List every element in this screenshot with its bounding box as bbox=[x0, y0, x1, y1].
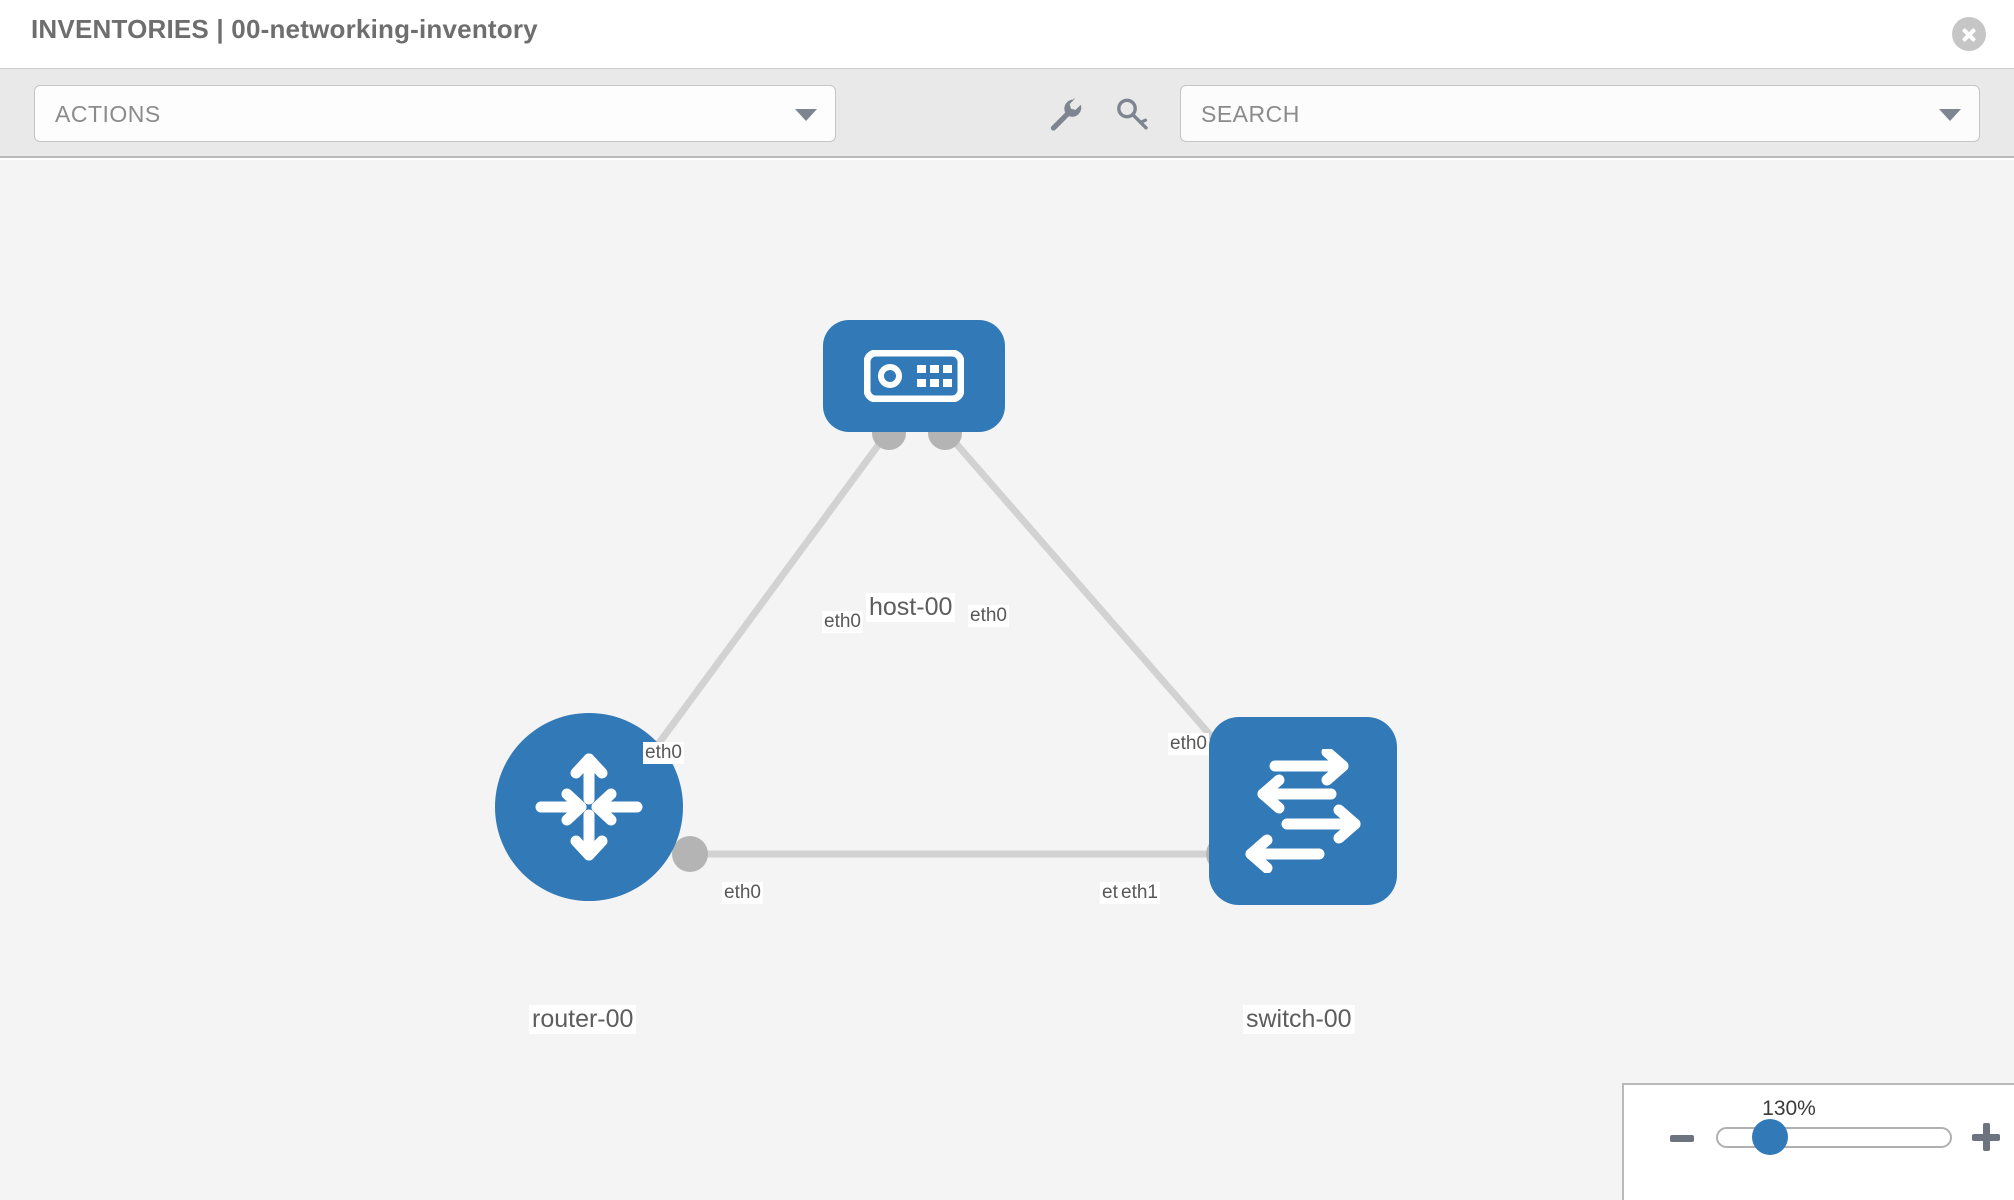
router-arrows-icon bbox=[535, 753, 643, 861]
chevron-down-icon[interactable] bbox=[1939, 109, 1961, 121]
actions-dropdown[interactable]: ACTIONS bbox=[34, 85, 836, 142]
page-title: INVENTORIES | 00-networking-inventory bbox=[31, 14, 538, 44]
topology-links bbox=[645, 429, 1235, 858]
search-input[interactable]: SEARCH bbox=[1180, 85, 1980, 142]
node-switch-00-label: switch-00 bbox=[1243, 1005, 1355, 1034]
toolbar: ACTIONS SEARCH bbox=[0, 68, 2014, 158]
link-host-switch bbox=[943, 429, 1235, 763]
zoom-in-button[interactable] bbox=[1972, 1123, 2000, 1151]
node-switch-00-shape bbox=[1209, 717, 1397, 905]
node-host-00[interactable] bbox=[823, 320, 1005, 432]
zoom-level-value: 130% bbox=[1762, 1097, 1816, 1120]
server-icon bbox=[864, 350, 964, 402]
chevron-down-icon bbox=[795, 109, 817, 121]
endpoint-router-eth0[interactable] bbox=[672, 836, 708, 872]
edge-label-switch-upper: eth0 bbox=[1168, 733, 1209, 755]
zoom-slider-thumb[interactable] bbox=[1752, 1119, 1788, 1155]
close-icon[interactable] bbox=[1952, 17, 1986, 51]
key-icon[interactable] bbox=[1114, 95, 1152, 133]
edge-label-host-left: eth0 bbox=[822, 611, 863, 633]
link-host-router bbox=[645, 429, 891, 761]
topology-canvas[interactable]: host-00 r bbox=[0, 160, 2014, 1200]
node-switch-00[interactable] bbox=[1209, 717, 1397, 905]
page-header: INVENTORIES | 00-networking-inventory bbox=[0, 0, 2014, 68]
edge-label-host-right: eth0 bbox=[968, 605, 1009, 627]
actions-dropdown-label: ACTIONS bbox=[55, 101, 161, 127]
node-router-00-label: router-00 bbox=[529, 1005, 637, 1034]
edge-label-switch-left-b: eth1 bbox=[1119, 882, 1160, 904]
edge-label-router-upper: eth0 bbox=[643, 742, 684, 764]
search-placeholder: SEARCH bbox=[1201, 101, 1300, 127]
node-host-00-label: host-00 bbox=[866, 593, 956, 622]
zoom-control-panel: 130% bbox=[1622, 1083, 2014, 1200]
zoom-out-button[interactable] bbox=[1670, 1135, 1694, 1142]
wrench-icon[interactable] bbox=[1046, 95, 1084, 133]
node-host-00-shape bbox=[823, 320, 1005, 432]
edge-label-router-right: eth0 bbox=[722, 882, 763, 904]
switch-arrows-icon bbox=[1245, 749, 1361, 873]
